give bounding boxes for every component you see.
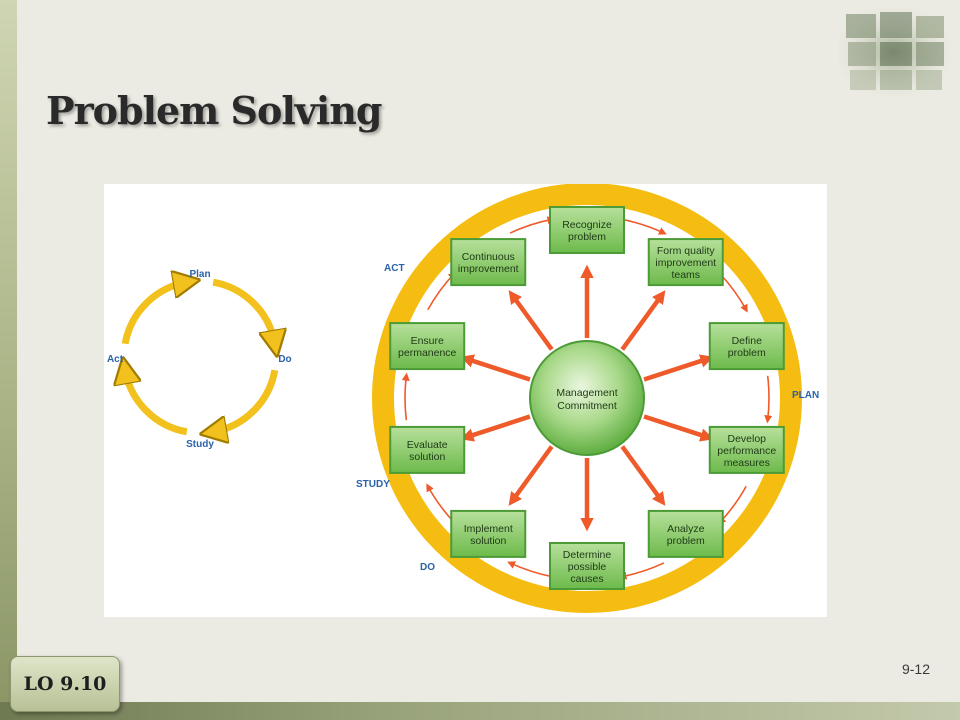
step-flow-arrow <box>621 218 667 235</box>
step-label-line: Evaluate <box>407 439 448 451</box>
spoke-arrow <box>643 414 714 442</box>
spoke-arrow <box>460 354 531 382</box>
photo-collage-icon <box>838 8 950 96</box>
step-label-line: problem <box>568 231 606 243</box>
step-box <box>389 425 466 474</box>
pdsa-act-label: Act <box>107 354 124 365</box>
step-label-line: measures <box>724 457 770 469</box>
step-label-line: Define <box>732 335 763 347</box>
spoke-arrow <box>620 445 666 506</box>
step-label-line: improvement <box>655 257 716 269</box>
problem-solving-figure: Plan Do Study Act Management Commitment … <box>104 184 827 617</box>
step-flow-arrow <box>401 372 410 421</box>
learning-objective-badge: LO 9.10 <box>10 656 120 712</box>
step-box <box>647 238 724 287</box>
step-label-line: teams <box>671 269 700 281</box>
slide-title: Problem Solving <box>46 88 382 133</box>
bottom-accent-bar <box>0 702 960 720</box>
wheel-ring <box>372 184 802 613</box>
phase-do-label: DO <box>420 562 435 573</box>
spoke-arrow <box>508 290 554 351</box>
step-flow-arrow <box>507 561 553 578</box>
step-box <box>708 425 785 474</box>
spoke-arrow <box>508 445 554 506</box>
pdsa-cycle: Plan Do Study Act <box>107 269 292 450</box>
step-box <box>450 238 527 287</box>
step-flow-arrow <box>764 375 773 424</box>
step-label-line: permanence <box>398 347 457 359</box>
step-box <box>647 509 724 558</box>
step-box <box>389 322 466 371</box>
improvement-wheel: Management Commitment RecognizeproblemFo… <box>356 184 819 613</box>
step-label-line: solution <box>409 451 445 463</box>
hub-label-line-2: Commitment <box>557 400 617 412</box>
spoke-arrow <box>460 414 531 442</box>
step-label-line: performance <box>717 445 776 457</box>
step-label-line: Implement <box>464 523 513 535</box>
phase-study-label: STUDY <box>356 479 390 490</box>
spoke-arrow <box>620 290 666 351</box>
step-label-line: solution <box>470 535 506 547</box>
management-commitment-hub <box>529 340 645 456</box>
hub-label-line-1: Management <box>556 387 617 399</box>
pdsa-cycle-arrow <box>121 282 187 345</box>
step-label-line: Continuous <box>462 251 515 263</box>
step-box <box>708 322 785 371</box>
phase-plan-label: PLAN <box>792 390 819 401</box>
pdsa-arrows <box>125 282 275 432</box>
step-flow-arrow <box>509 216 556 234</box>
pdsa-cycle-arrow <box>125 370 188 436</box>
slide-number: 9-12 <box>901 661 930 677</box>
spoke-arrow <box>643 354 714 382</box>
pdsa-cycle-arrow <box>213 369 279 432</box>
step-flow-arrow <box>618 562 665 580</box>
pdsa-do-label: Do <box>278 354 291 365</box>
step-label-line: improvement <box>458 263 519 275</box>
step-label-line: Ensure <box>411 335 444 347</box>
step-label-line: problem <box>728 347 766 359</box>
step-label-line: problem <box>667 535 705 547</box>
pdsa-plan-label: Plan <box>189 269 210 280</box>
step-box <box>549 206 625 254</box>
step-label-line: possible <box>568 561 607 573</box>
step-label-line: causes <box>570 573 603 585</box>
step-label-line: Form quality <box>657 245 716 257</box>
pdsa-cycle-arrow <box>212 278 275 344</box>
step-box <box>549 542 625 590</box>
step-label-line: Develop <box>728 433 767 445</box>
step-label-line: Recognize <box>562 219 612 231</box>
pdsa-study-label: Study <box>186 439 214 450</box>
step-box <box>450 509 527 558</box>
spoke-arrows <box>460 264 714 532</box>
figure-canvas: Plan Do Study Act Management Commitment … <box>107 184 819 613</box>
phase-act-label: ACT <box>384 263 405 274</box>
step-label-line: Determine <box>563 549 612 561</box>
left-accent-bar <box>0 0 17 720</box>
step-label-line: Analyze <box>667 523 705 535</box>
